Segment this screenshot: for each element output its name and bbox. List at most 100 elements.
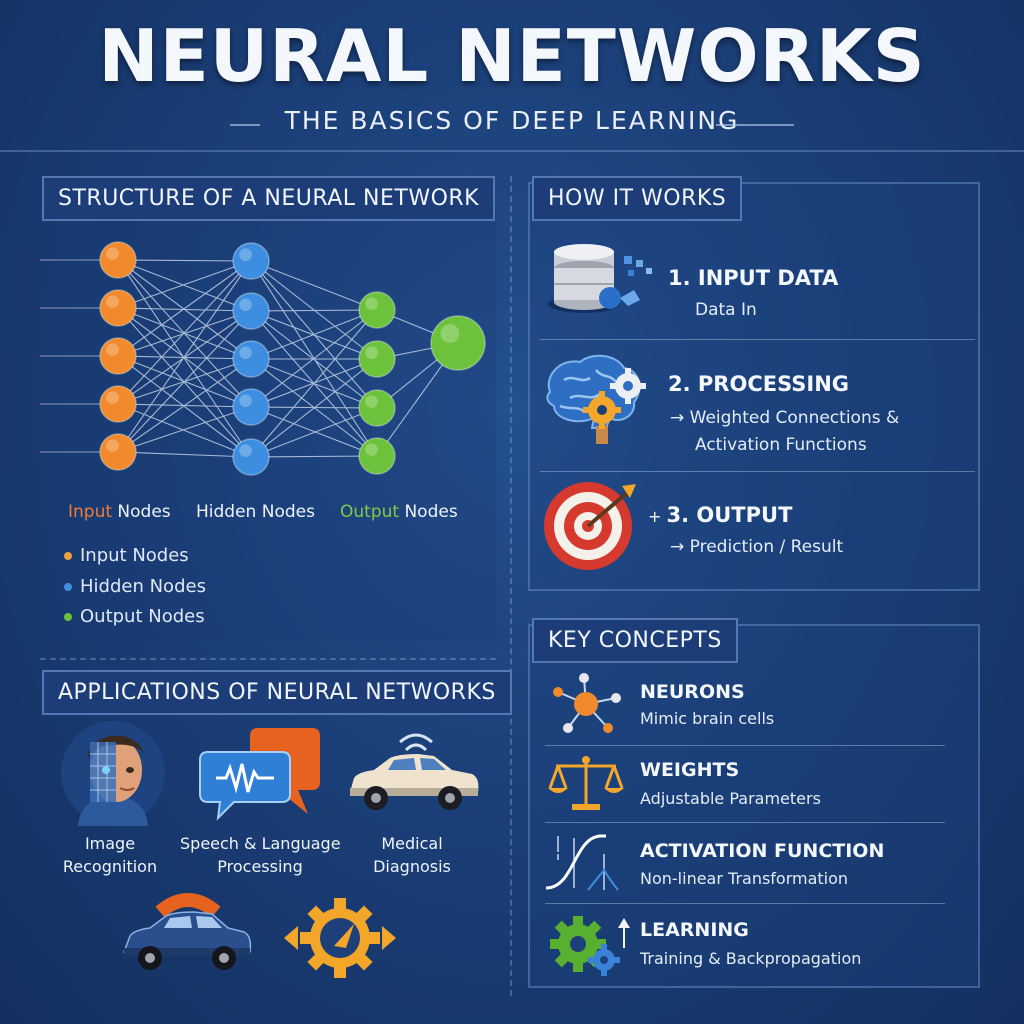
legend-output: Output Nodes [64,606,205,627]
learning-gears-icon [550,916,630,976]
connection-edge [250,358,378,458]
connection-edge [250,309,378,312]
output-node-final [430,315,486,371]
app-label-line: Recognition [62,857,158,876]
step-divider [540,471,975,472]
concepts-panel [528,624,980,988]
input-node [99,385,137,423]
target-icon [544,482,636,570]
hidden-node [232,438,270,476]
concept-neurons-sub: Mimic brain cells [640,709,775,728]
applications-panel-label: APPLICATIONS OF NEURAL NETWORKS [42,670,512,715]
layer-label-input-rest: Nodes [112,502,171,522]
connection-edge [117,403,252,458]
output-node [358,340,396,378]
step-3-title-text: 3. OUTPUT [666,503,793,527]
neuron-icon [553,673,621,733]
app-label-line: Diagnosis [373,857,451,876]
concept-divider [545,903,945,904]
step-3-sub: → Prediction / Result [670,537,844,557]
connection-edge [250,407,378,458]
layer-label-input-word: Input [68,502,113,522]
connection-edge [117,310,252,405]
concept-learning-title: LEARNING [640,919,749,941]
self-driving-car-icon [122,893,252,970]
output-node [358,437,396,475]
step-2-title: 2. PROCESSING [668,372,850,396]
step-3-title: + 3. OUTPUT [648,503,793,527]
scale-icon [548,756,624,810]
output-node [358,389,396,427]
face-recognition-icon [61,721,165,826]
connection-edge [250,309,378,360]
connection-edge [117,307,252,458]
app-label-line: Speech & Language [180,834,341,853]
connection-edge [117,260,252,309]
connection-edge [117,259,252,458]
layer-label-output-rest: Nodes [399,502,458,522]
legend-output-label: Output Nodes [80,606,205,627]
connection-edge [117,358,252,453]
connection-edge [117,310,252,453]
legend-dot-input [64,552,72,560]
step-1-title: 1. INPUT DATA [668,266,839,290]
connection-edge [117,451,252,458]
step-divider [540,339,975,340]
hidden-node [232,388,270,426]
brain-gears-icon [546,354,646,444]
step-2-sub-2: Activation Functions [695,435,867,455]
subtitle-rule-left [230,124,260,126]
connection-edge [117,260,252,405]
input-node [99,241,137,279]
input-node [99,289,137,327]
concepts-panel-label: KEY CONCEPTS [532,618,738,663]
legend-dot-hidden [64,583,72,591]
connection-edge [250,309,378,408]
layer-label-hidden: Hidden Nodes [196,502,315,522]
column-separator [510,176,512,996]
connection-edge [250,455,378,458]
connection-edge [117,307,252,312]
layer-label-output-word: Output [340,502,400,522]
legend-input: Input Nodes [64,545,189,566]
subtitle-rule-right [716,124,794,126]
legend-input-label: Input Nodes [80,545,189,566]
concept-neurons-title: NEURONS [640,681,745,703]
output-node [358,291,396,329]
speech-bubbles-icon [199,728,320,821]
concept-learning-sub: Training & Backpropagation [640,949,862,968]
header-divider [0,150,1024,152]
connection-edge [117,355,252,458]
step-1-sub: Data In [695,300,757,320]
app-label-line: Processing [217,857,303,876]
input-node [99,433,137,471]
layer-label-output: Output Nodes [340,502,458,522]
concept-weights-title: WEIGHTS [640,759,740,781]
layer-label-hidden-rest: Nodes [256,502,315,522]
app-label-line: Medical [381,834,443,853]
legend-dot-output [64,613,72,621]
hidden-node [232,292,270,330]
connection-edge [250,309,378,458]
activation-curve-icon [545,834,619,891]
layer-label-input: Input Nodes [68,502,171,522]
layer-label-hidden-word: Hidden [196,502,257,522]
network-diagram [40,241,486,476]
structure-panel-label: STRUCTURE OF A NEURAL NETWORK [42,176,496,221]
database-icon [548,244,652,313]
page-title: NEURAL NETWORKS [98,14,926,98]
concept-divider [545,745,945,746]
input-node [99,337,137,375]
legend-hidden-label: Hidden Nodes [80,576,206,597]
hidden-node [232,242,270,280]
concept-divider [545,822,945,823]
legend-hidden: Hidden Nodes [64,576,206,597]
left-section-separator [40,658,496,660]
connection-edge [117,259,252,262]
page-subtitle: THE BASICS OF DEEP LEARNING [284,106,740,135]
app-label-line: Image [84,834,136,853]
connection-edge [250,406,378,457]
